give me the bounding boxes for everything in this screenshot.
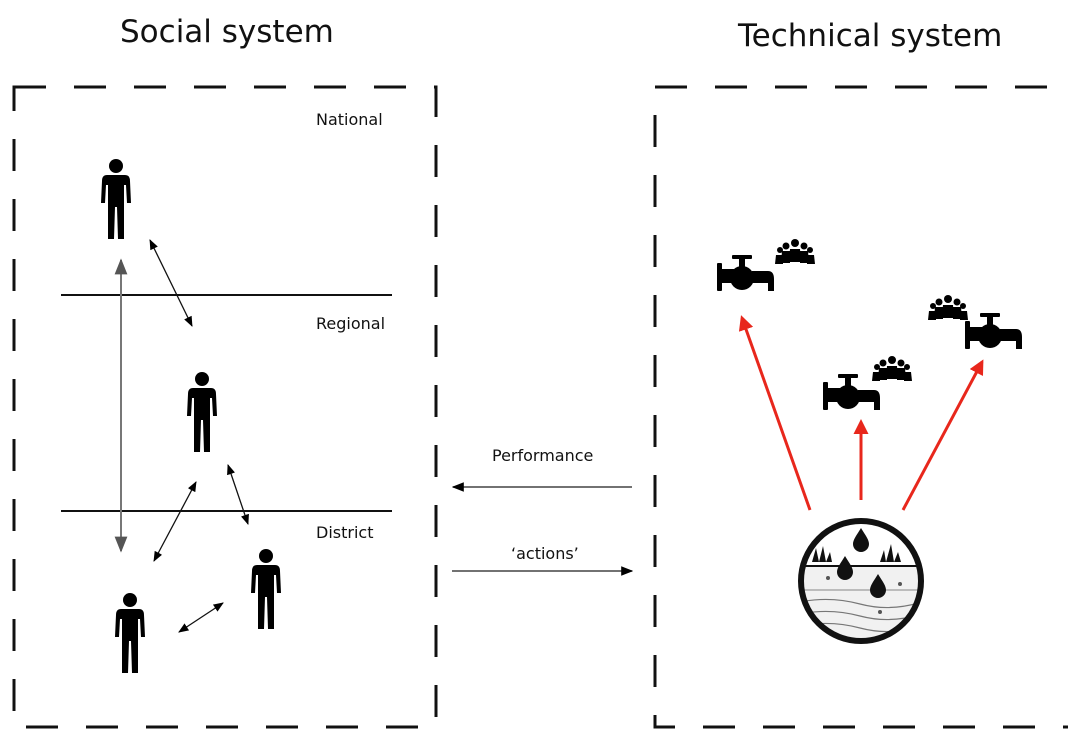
performance-label: Performance bbox=[492, 446, 594, 465]
national-regional-link-arrow bbox=[149, 239, 193, 327]
person-icon-national bbox=[101, 159, 131, 239]
water-tap-icon-left bbox=[717, 255, 774, 291]
supply-arrow-right bbox=[901, 359, 984, 511]
person-icon-district-2 bbox=[115, 593, 145, 673]
water-tap-icon-middle bbox=[823, 374, 880, 410]
level-label-district: District bbox=[316, 523, 374, 542]
social-system-boundary bbox=[12, 85, 438, 729]
water-source-icon bbox=[798, 518, 924, 644]
supply-arrow-left bbox=[738, 315, 812, 511]
regional-district-link-arrow-2 bbox=[227, 464, 249, 525]
person-icon-regional bbox=[187, 372, 217, 452]
actions-label: ‘actions’ bbox=[511, 544, 579, 563]
community-icon-left bbox=[775, 239, 815, 264]
water-tap-icon-right bbox=[965, 313, 1022, 349]
district-district-link-arrow bbox=[178, 602, 224, 633]
technical-system-title: Technical system bbox=[738, 18, 1003, 54]
regional-district-link-arrow-1 bbox=[153, 481, 197, 562]
social-system-title: Social system bbox=[120, 14, 334, 50]
level-label-regional: Regional bbox=[316, 314, 386, 333]
community-icon-middle bbox=[872, 356, 912, 381]
level-label-national: National bbox=[316, 110, 383, 129]
community-icon-right bbox=[928, 295, 968, 320]
person-icon-district-1 bbox=[251, 549, 281, 629]
